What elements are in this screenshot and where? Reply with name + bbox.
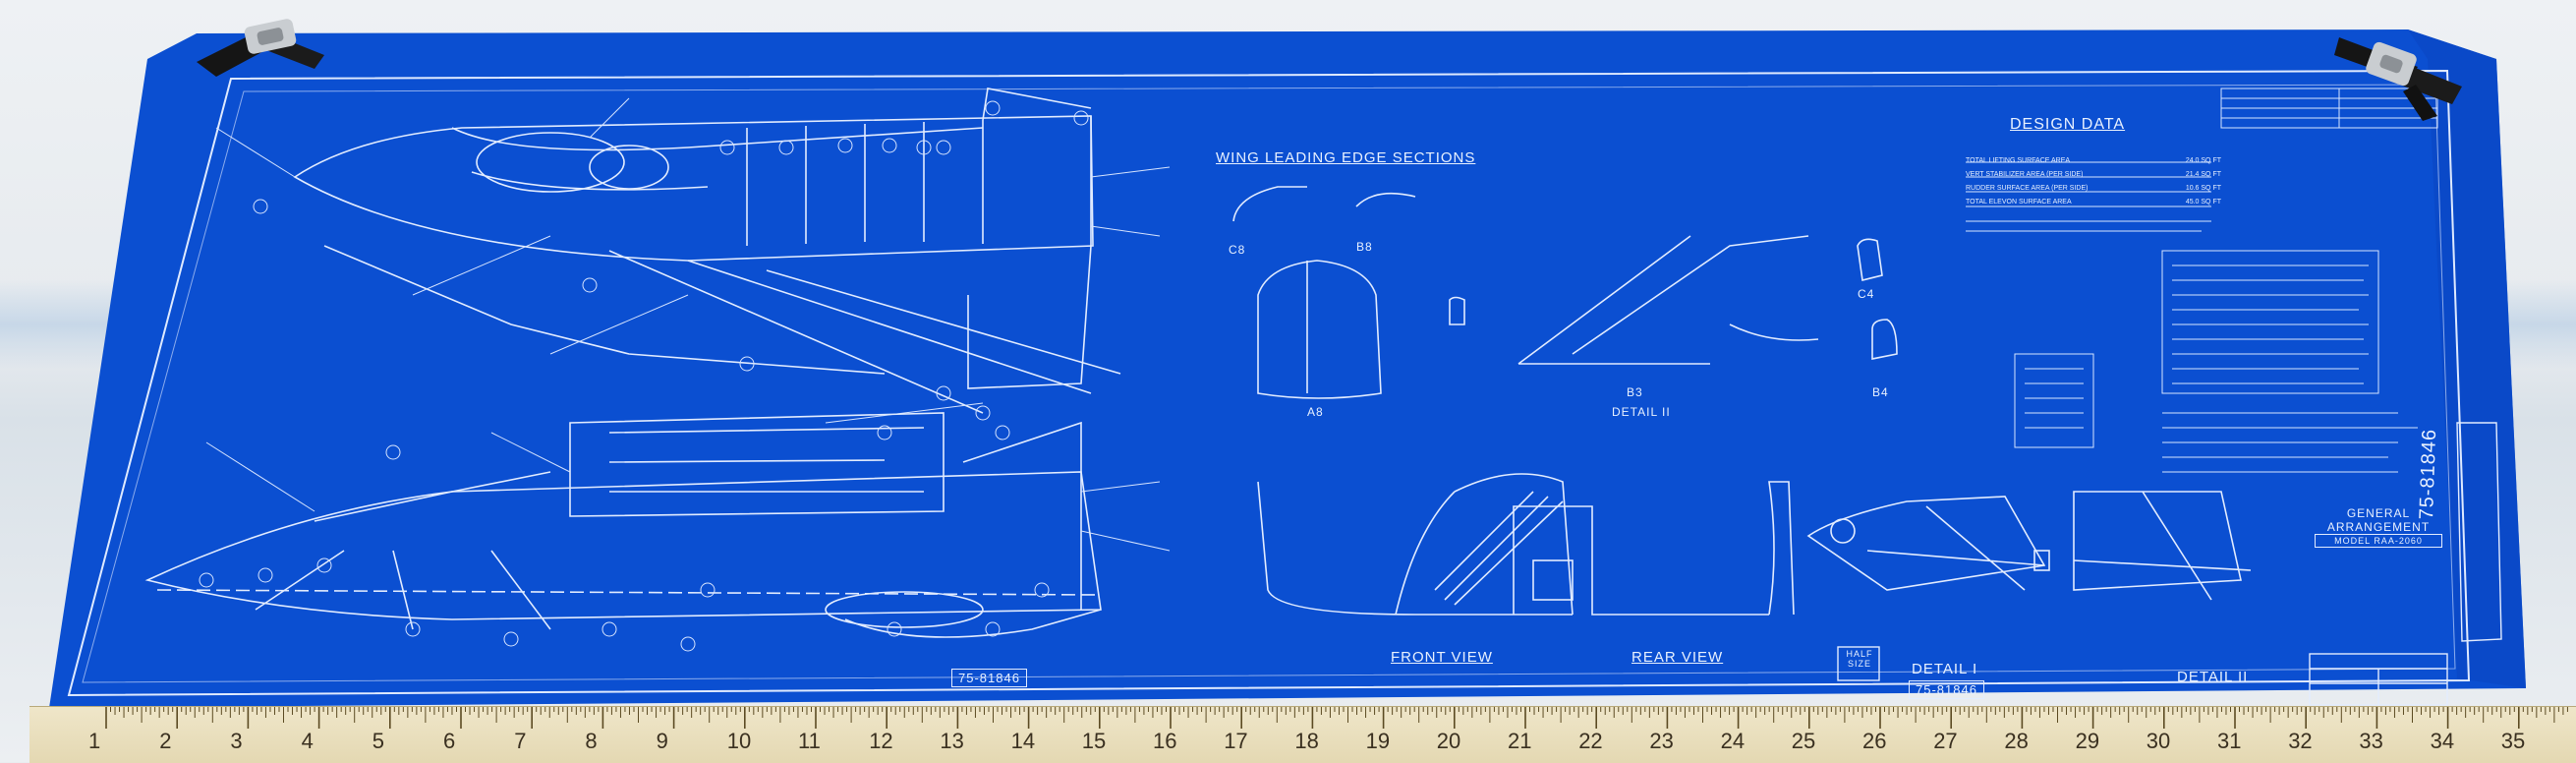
detail-2-label: DETAIL II: [2177, 669, 2249, 685]
ruler-number: 2: [159, 729, 171, 753]
ruler-number: 32: [2288, 729, 2312, 753]
wing-sections: [1232, 186, 1898, 399]
section-label-a8: A8: [1307, 405, 1324, 419]
ruler-number: 28: [2004, 729, 2028, 753]
ruler-number: 29: [2076, 729, 2099, 753]
ruler-number: 7: [514, 729, 526, 753]
drawing-number-bottom: 75-81846: [951, 669, 1027, 687]
design-data-row: RUDDER SURFACE AREA (PER SIDE) 10.6 SQ F…: [1966, 185, 2221, 192]
design-data-row: VERT STABILIZER AREA (PER SIDE) 21.4 SQ …: [1966, 171, 2221, 178]
ruler-number: 11: [798, 729, 821, 753]
ruler-number: 20: [1437, 729, 1460, 753]
title-block: [1837, 646, 2448, 706]
ruler-number: 16: [1153, 729, 1176, 753]
design-data-row: TOTAL LIFTING SURFACE AREA 24.0 SQ FT: [1966, 157, 2221, 164]
ruler-number: 34: [2431, 729, 2454, 753]
section-label-c4: C4: [1858, 287, 1875, 301]
lower-side-view: [144, 412, 1102, 638]
ruler-number: 21: [1508, 729, 1531, 753]
ruler-number: 14: [1011, 729, 1035, 753]
ruler-number: 8: [585, 729, 597, 753]
ruler-number: 25: [1792, 729, 1815, 753]
ruler-number: 9: [657, 729, 668, 753]
ruler-number: 13: [940, 729, 963, 753]
section-label-c8: C8: [1229, 243, 1246, 257]
detail-2-upper-label: DETAIL II: [1612, 405, 1671, 419]
blueprint-paper: [49, 29, 2526, 708]
design-data-row: TOTAL ELEVON SURFACE AREA 45.0 SQ FT: [1966, 199, 2221, 205]
ruler-number: 15: [1082, 729, 1106, 753]
ruler-number: 33: [2359, 729, 2382, 753]
design-data-list: TOTAL LIFTING SURFACE AREA 24.0 SQ FT VE…: [1966, 157, 2221, 212]
section-label-b8: B8: [1356, 240, 1373, 254]
ruler-number: 27: [1933, 729, 1957, 753]
ruler-number: 5: [372, 729, 384, 753]
rear-view-label: REAR VIEW: [1631, 649, 1724, 666]
upper-callouts: [215, 97, 1171, 440]
ruler-number: 35: [2501, 729, 2525, 753]
ruler-number: 26: [1862, 729, 1886, 753]
wing-leading-edge-title: WING LEADING EDGE SECTIONS: [1216, 149, 1476, 166]
title-block-text: GENERAL ARRANGEMENT MODEL RAA-2060: [2315, 506, 2442, 548]
ruler-number: 19: [1366, 729, 1390, 753]
section-label-b3: B3: [1627, 385, 1643, 399]
binder-clip-left: [197, 19, 324, 77]
ruler-number: 22: [1578, 729, 1602, 753]
upper-plan-view: [293, 88, 1121, 414]
ruler-number: 23: [1649, 729, 1673, 753]
section-label-b4: B4: [1872, 385, 1889, 399]
notes-area: [1966, 88, 2438, 473]
ruler-number: 10: [727, 729, 751, 753]
ruler-number: 1: [88, 729, 100, 753]
ruler-number: 18: [1294, 729, 1318, 753]
ruler-number: 3: [230, 729, 242, 753]
front-view-label: FRONT VIEW: [1391, 649, 1493, 666]
ruler-number: 12: [869, 729, 892, 753]
lower-callouts: [199, 432, 1171, 652]
front-view: [1257, 473, 1574, 616]
ruler-number: 17: [1224, 729, 1247, 753]
binder-clip-right: [2334, 37, 2462, 121]
drawing-border: [67, 69, 2471, 697]
rear-view: [1532, 481, 1795, 616]
design-data-title: DESIGN DATA: [2010, 116, 2126, 133]
drawing-number-detail: 75-81846: [1909, 680, 1984, 699]
ruler-number: 31: [2217, 729, 2241, 753]
ruler-number: 30: [2147, 729, 2170, 753]
ruler-number: 6: [443, 729, 455, 753]
detail-1-label: DETAIL I: [1912, 661, 1978, 677]
ruler-number: 4: [302, 729, 314, 753]
detail-drawings: [1806, 491, 2252, 601]
half-size-box: HALF SIZE: [1846, 649, 1873, 669]
ruler-number: 24: [1721, 729, 1745, 753]
side-number-box: [2456, 422, 2502, 642]
